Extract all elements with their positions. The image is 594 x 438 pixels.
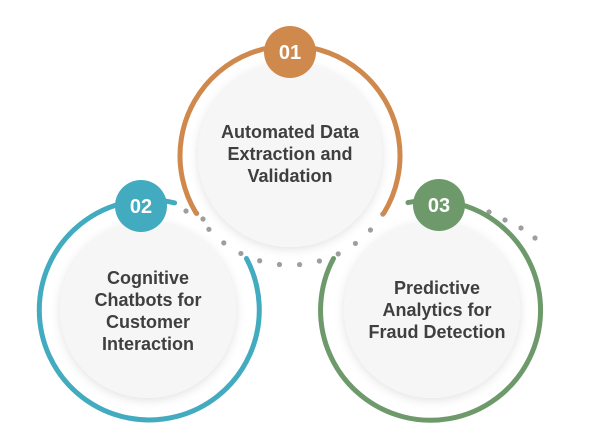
connector-dot bbox=[335, 251, 341, 257]
step-2-badge-number: 02 bbox=[130, 196, 152, 218]
step-3-circle bbox=[344, 222, 520, 398]
step-2-title-line: Cognitive bbox=[106, 268, 189, 288]
connector-dot bbox=[183, 208, 189, 214]
step-1-title-line: Automated Data bbox=[220, 122, 359, 142]
step-1-title-line: Extraction and bbox=[227, 144, 353, 164]
connector-dot bbox=[221, 240, 227, 246]
step-2-title: Cognitive Chatbots for Customer Interact… bbox=[63, 267, 233, 355]
connector-dot bbox=[518, 225, 524, 231]
step-2-ring-arc bbox=[36, 197, 262, 423]
step-3-node: 03 bbox=[318, 179, 544, 423]
connector-dot bbox=[352, 240, 359, 247]
step-3-title-line: Predictive bbox=[393, 278, 481, 298]
step-2-title-line: Customer bbox=[105, 312, 190, 332]
step-3-title-line: Analytics for bbox=[382, 300, 492, 320]
connector-dot bbox=[367, 227, 374, 233]
step-2-title-line: Interaction bbox=[101, 334, 194, 354]
connector-dot bbox=[206, 226, 212, 232]
step-2-node: 02 bbox=[36, 180, 262, 423]
step-2-circle bbox=[60, 222, 236, 398]
step-1-title-line: Validation bbox=[247, 166, 333, 186]
connector-dot bbox=[486, 209, 492, 215]
connector-dot bbox=[238, 250, 244, 257]
step-2-title-line: Chatbots for bbox=[94, 290, 202, 310]
step-1-circle bbox=[198, 63, 382, 247]
step-3-badge-number: 03 bbox=[428, 195, 450, 217]
step-1-node: 01 bbox=[177, 26, 403, 247]
step-1-badge bbox=[264, 26, 316, 78]
step-2-badge bbox=[115, 180, 167, 232]
connector-dot bbox=[502, 217, 508, 223]
connector-dot bbox=[200, 216, 206, 222]
step-3-title: Predictive Analytics for Fraud Detection bbox=[352, 277, 522, 343]
step-3-title-line: Fraud Detection bbox=[368, 322, 506, 342]
connector-dot bbox=[532, 235, 538, 241]
connector-dot bbox=[296, 261, 303, 268]
step-1-title: Automated Data Extraction and Validation bbox=[205, 121, 375, 187]
step-1-badge-number: 01 bbox=[279, 42, 301, 64]
connector-dot bbox=[276, 261, 283, 268]
step-3-ring-arc bbox=[318, 197, 544, 423]
step-3-badge bbox=[413, 179, 465, 231]
connector-dot bbox=[316, 258, 322, 264]
connector-dot bbox=[257, 258, 263, 264]
